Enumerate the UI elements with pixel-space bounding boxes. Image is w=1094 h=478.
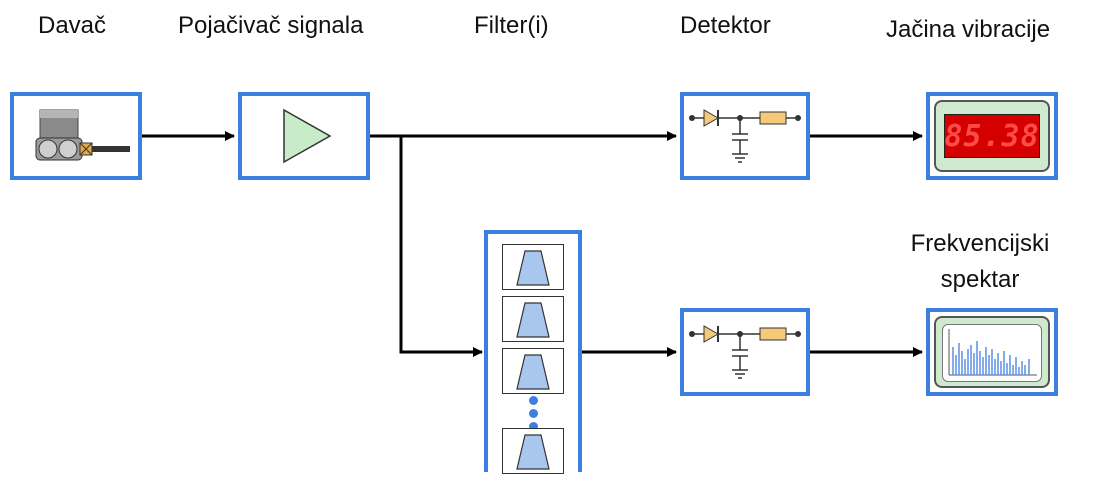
spectrum-display-box [926, 308, 1058, 396]
diode-rc-circuit-icon [689, 109, 801, 163]
vibration-readout: 85.38 [944, 114, 1040, 158]
spectrum-bars-icon [948, 329, 1037, 376]
amplifier-title: Pojačivač signala [178, 12, 364, 39]
detector-box-top [680, 92, 810, 180]
ellipsis-dot [529, 396, 538, 405]
filters-title: Filter(i) [474, 12, 549, 39]
bandpass-filter-icon [502, 296, 564, 342]
detector-box-bottom [680, 308, 810, 396]
vibration-display-box: 85.38 [926, 92, 1058, 180]
ellipsis-dot [529, 409, 538, 418]
wire-branch-down [399, 136, 483, 357]
sensor-box [10, 92, 142, 180]
filter-bank-box [484, 230, 582, 474]
detector-title: Detektor [680, 12, 771, 39]
bandpass-filter-icon [502, 348, 564, 394]
accelerometer-icon [35, 109, 130, 161]
sensor-title: Davač [38, 12, 107, 39]
bandpass-filter-icon [502, 428, 564, 474]
diode-rc-circuit-icon [689, 325, 801, 379]
spectrum-bezel [934, 316, 1050, 388]
display-bezel: 85.38 [934, 100, 1050, 172]
triangle-amplifier-icon [283, 108, 332, 164]
bandpass-filter-icon [502, 244, 564, 290]
vibration-level-title: Jačina vibracije [886, 16, 1051, 43]
spectrum-title-line2: spektar [940, 266, 1020, 293]
spectrum-screen [942, 324, 1042, 382]
amplifier-box [238, 92, 370, 180]
ellipsis-dot [529, 422, 538, 431]
spectrum-title-line1: Frekvencijski [910, 230, 1050, 257]
